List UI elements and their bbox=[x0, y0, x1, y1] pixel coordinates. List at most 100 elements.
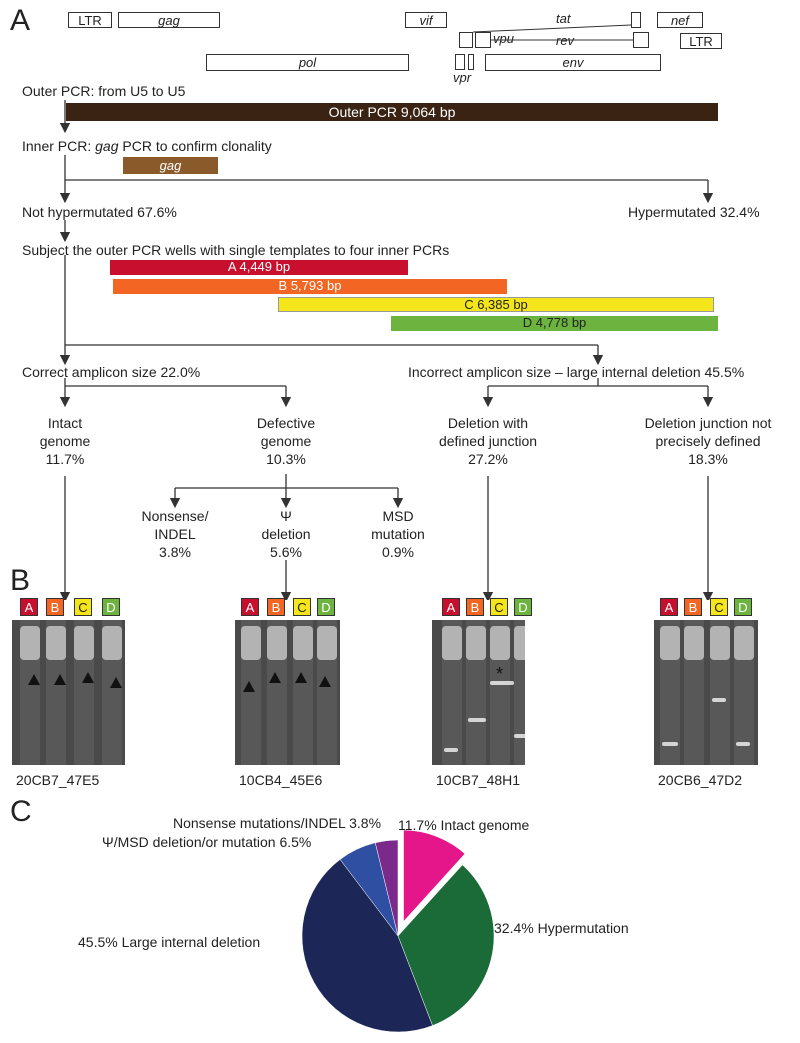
lane-badge-a: A bbox=[241, 598, 259, 616]
gene-vpr bbox=[455, 54, 465, 70]
gene-ltr-5: LTR bbox=[68, 12, 112, 28]
lane-badge-c: C bbox=[490, 598, 508, 616]
gel-well bbox=[710, 626, 730, 660]
gel-well bbox=[684, 626, 704, 660]
lane-badge-d: D bbox=[102, 598, 120, 616]
lane-badge-d: D bbox=[514, 598, 532, 616]
band-arrowhead-icon bbox=[110, 677, 122, 688]
gel-band bbox=[468, 718, 486, 722]
lane-badge-c: C bbox=[710, 598, 728, 616]
pcr-c-bar: C 6,385 bp bbox=[278, 297, 714, 312]
gene-tat-exon2 bbox=[631, 12, 641, 28]
nonsense-pct: 3.8% bbox=[159, 544, 191, 560]
pie-label-psi-msd: Ψ/MSD deletion/or mutation 6.5% bbox=[102, 834, 312, 850]
band-arrowhead-icon bbox=[82, 672, 94, 683]
gel-sample-name: 10CB4_45E6 bbox=[239, 772, 323, 788]
pcr-a-bar: A 4,449 bp bbox=[110, 260, 408, 275]
outer-pcr-text: Outer PCR: from U5 to U5 bbox=[22, 83, 186, 99]
inner-pcr-text: Inner PCR: gag PCR to confirm clonality bbox=[22, 138, 272, 154]
gel-well bbox=[660, 626, 680, 660]
intact-line2: genome bbox=[39, 433, 91, 449]
pie-slice bbox=[374, 839, 399, 937]
nonsense-line2: INDEL bbox=[154, 526, 196, 542]
defjunc-line2: defined junction bbox=[438, 433, 538, 449]
gag-pcr-bar: gag bbox=[123, 157, 218, 174]
gel-well bbox=[734, 626, 754, 660]
band-arrowhead-icon bbox=[269, 672, 281, 683]
defective-line1: Defective bbox=[256, 415, 316, 431]
lane-badge-d: D bbox=[734, 598, 752, 616]
gel-band bbox=[736, 742, 750, 746]
inner-pcr-suffix: PCR to confirm clonality bbox=[118, 138, 272, 154]
inner-pcr-gene: gag bbox=[95, 138, 119, 154]
lane-badge-c: C bbox=[74, 598, 92, 616]
gel-well bbox=[490, 626, 510, 660]
gel-image bbox=[432, 620, 525, 765]
band-arrowhead-icon bbox=[295, 672, 307, 683]
gene-pol: pol bbox=[206, 54, 409, 71]
gel-sample-name: 10CB7_48H1 bbox=[436, 772, 521, 788]
nonsense-line1: Nonsense/ bbox=[141, 508, 209, 524]
band-arrowhead-icon bbox=[54, 674, 66, 685]
gel-sample-name: 20CB7_47E5 bbox=[16, 772, 100, 788]
outer-pcr-bar: Outer PCR 9,064 bp bbox=[66, 103, 718, 121]
intact-pct: 11.7% bbox=[45, 451, 85, 467]
msd-line2: mutation bbox=[371, 526, 425, 542]
gel-well bbox=[442, 626, 462, 660]
gel-lane bbox=[514, 620, 525, 765]
gene-tat-label: tat bbox=[556, 11, 571, 26]
msd-pct: 0.9% bbox=[382, 544, 414, 560]
pie-slice bbox=[400, 827, 469, 929]
undef-pct: 18.3% bbox=[688, 451, 728, 467]
msd-line1: MSD bbox=[382, 508, 414, 524]
band-arrowhead-icon bbox=[243, 681, 255, 692]
gel-well bbox=[20, 626, 40, 660]
inner-pcr-prefix: Inner PCR: bbox=[22, 138, 96, 154]
defjunc-pct: 27.2% bbox=[468, 451, 508, 467]
lane-badge-b: B bbox=[684, 598, 702, 616]
gene-env: env bbox=[485, 54, 661, 71]
gene-rev-exon1 bbox=[468, 54, 474, 70]
incorrect-size-text: Incorrect amplicon size – large internal… bbox=[408, 364, 745, 380]
gene-vif: vif bbox=[405, 12, 447, 28]
lane-badge-a: A bbox=[660, 598, 678, 616]
flow-connectors bbox=[59, 100, 714, 600]
defective-pct: 10.3% bbox=[266, 451, 306, 467]
pcr-d-bar: D 4,778 bp bbox=[391, 316, 718, 331]
pie-slice bbox=[397, 864, 495, 1026]
gel-image bbox=[235, 620, 340, 765]
gel-band bbox=[712, 698, 726, 702]
intact-genome-label: Intact genome 11.7% bbox=[15, 414, 115, 468]
gel-well bbox=[267, 626, 287, 660]
gel-image bbox=[12, 620, 125, 765]
subject-text: Subject the outer PCR wells with single … bbox=[22, 242, 450, 258]
gel-band bbox=[662, 742, 678, 746]
lane-badge-d: D bbox=[317, 598, 335, 616]
hypermutated-text: Hypermutated 32.4% bbox=[628, 204, 760, 220]
gel-sample-name: 20CB6_47D2 bbox=[658, 772, 743, 788]
gene-gag: gag bbox=[118, 12, 220, 28]
panel-b-label: B bbox=[10, 564, 31, 597]
lane-badge-b: B bbox=[466, 598, 484, 616]
gel-well bbox=[293, 626, 313, 660]
pie-label-nonsense: Nonsense mutations/INDEL 3.8% bbox=[173, 815, 382, 831]
gel-well bbox=[317, 626, 337, 660]
gene-vpr-label: vpr bbox=[453, 70, 472, 85]
lane-badge-b: B bbox=[46, 598, 64, 616]
gel-well bbox=[514, 626, 525, 660]
gel-band bbox=[490, 681, 514, 685]
gel-band bbox=[514, 734, 525, 738]
lane-badge-a: A bbox=[442, 598, 460, 616]
defined-junction-label: Deletion with defined junction 27.2% bbox=[418, 414, 558, 468]
lane-badge-b: B bbox=[267, 598, 285, 616]
band-arrowhead-icon bbox=[319, 676, 331, 687]
gel-image bbox=[654, 620, 758, 765]
splice-connectors bbox=[472, 24, 633, 41]
undef-line1: Deletion junction not bbox=[644, 415, 772, 431]
panel-c-label: C bbox=[10, 795, 32, 828]
pie-label-deletion: 45.5% Large internal deletion bbox=[78, 934, 261, 950]
gene-nef: nef bbox=[657, 12, 703, 28]
pie-label-intact: 11.7% Intact genome bbox=[398, 817, 530, 833]
pcr-b-bar: B 5,793 bp bbox=[113, 279, 507, 294]
